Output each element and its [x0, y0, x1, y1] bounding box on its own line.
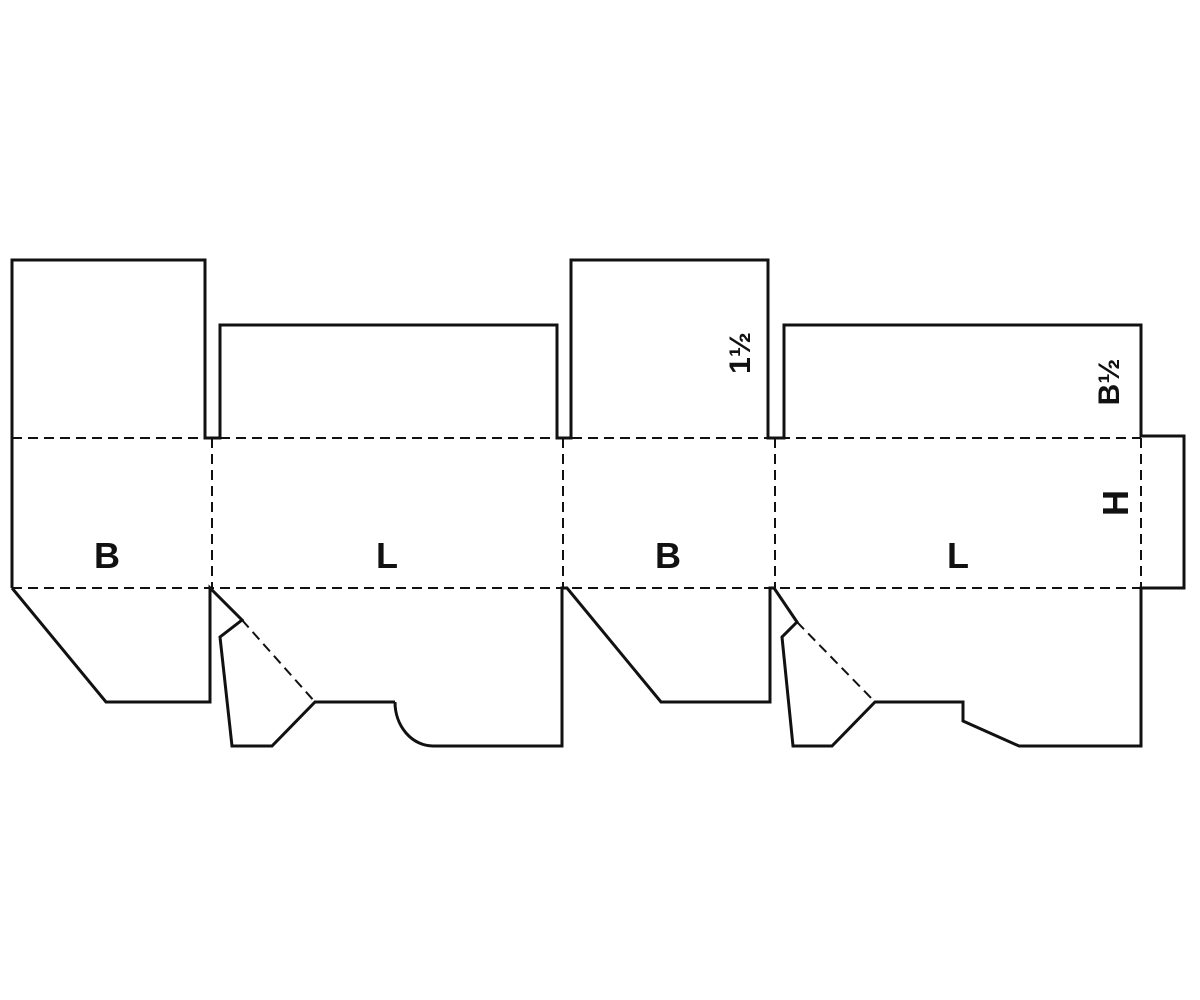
label-panel-3: B	[655, 535, 681, 576]
label-top-flap-small: 1½	[724, 332, 757, 374]
label-top-flap-large: B½	[1093, 359, 1126, 406]
label-panel-2: L	[376, 535, 398, 576]
thumb-notch	[393, 701, 434, 748]
label-panel-1: B	[94, 535, 120, 576]
dust-flap-1-top	[10, 258, 1186, 748]
panel-labels: B L B L H 1½ B½	[94, 332, 1136, 576]
label-panel-4: L	[947, 535, 969, 576]
label-glue-flap: H	[1095, 490, 1136, 516]
fold-lines	[12, 437, 1142, 703]
box-outline-cut-lines	[10, 258, 1186, 748]
diagonal-fold-2	[796, 621, 876, 703]
bottom-flap-1	[10, 584, 395, 748]
diagonal-fold-1	[241, 619, 316, 703]
